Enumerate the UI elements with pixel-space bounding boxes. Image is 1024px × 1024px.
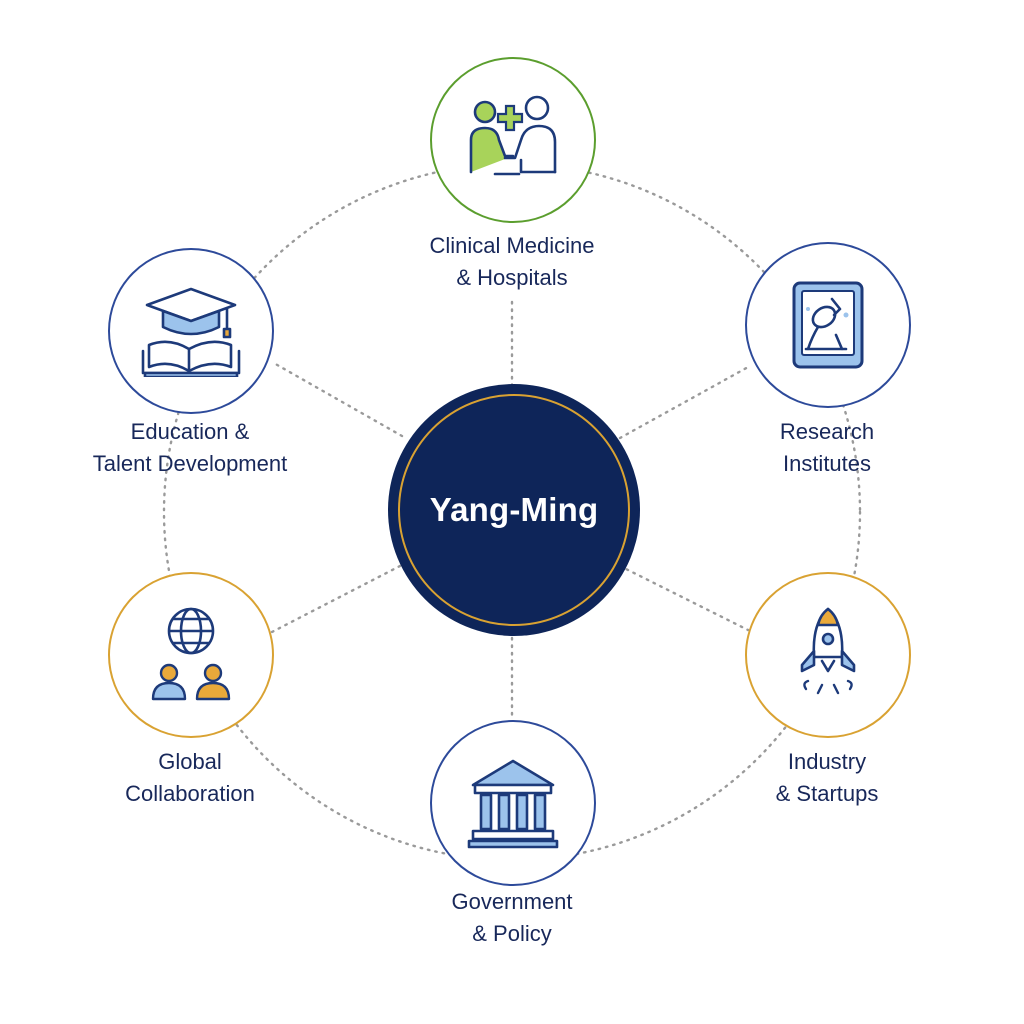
node-global-collaboration [108,572,274,738]
government-building-icon [467,759,559,849]
label-clinical-medicine: Clinical Medicine & Hospitals [392,230,632,294]
label-education-line2: Talent Development [92,451,288,476]
node-research-institutes [745,242,911,408]
rocket-icon [800,607,856,695]
label-industry-startups: Industry & Startups [727,746,927,810]
label-clinical-line1: Clinical Medicine [429,233,595,258]
label-government-policy: Government & Policy [392,886,632,950]
spoke-education [270,360,404,438]
node-clinical-medicine [430,57,596,223]
node-industry-startups [745,572,911,738]
label-global-collaboration: Global Collaboration [90,746,290,810]
hub-circle: Yang-Ming [388,384,640,636]
microscope-tablet-icon [792,281,864,369]
hub-title: Yang-Ming [429,491,599,528]
label-research-institutes: Research Institutes [727,416,927,480]
label-education-talent: Education & Talent Development [70,416,310,480]
node-government-policy [430,720,596,886]
globe-people-icon [151,607,231,701]
label-government-line1: Government [451,889,573,914]
label-government-line2: & Policy [472,921,552,946]
label-industry-line1: Industry [787,749,867,774]
spoke-research [618,364,752,440]
doctor-patient-icon [469,95,557,176]
label-global-line1: Global [158,749,222,774]
label-clinical-line2: & Hospitals [456,265,568,290]
label-research-line2: Institutes [782,451,872,476]
graduation-cap-book-icon [141,287,241,377]
label-industry-line2: & Startups [775,781,879,806]
node-education-talent [108,248,274,414]
label-education-line1: Education & [130,419,250,444]
spoke-global [270,564,402,634]
spoke-industry [618,564,750,632]
label-global-line2: Collaboration [125,781,255,806]
label-research-line1: Research [779,419,875,444]
